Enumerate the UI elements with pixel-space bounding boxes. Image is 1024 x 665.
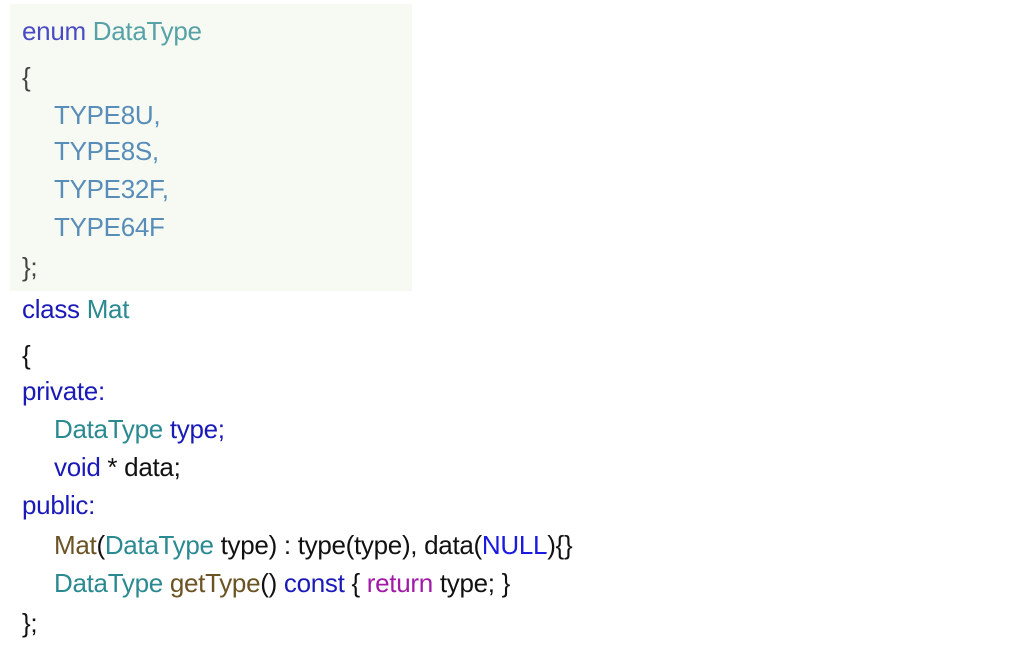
void-keyword: void bbox=[54, 452, 101, 482]
ctor-param-type: DataType bbox=[104, 530, 214, 560]
getter-brace: { bbox=[344, 568, 367, 598]
field-name: type; bbox=[169, 414, 225, 444]
ctor-param-rest: type) : type(type), data( bbox=[213, 530, 483, 560]
getter-name: getType bbox=[169, 568, 261, 598]
enum-type-name: DataType bbox=[92, 16, 202, 46]
getter-line: DataType getType() const { return type; … bbox=[22, 568, 510, 598]
public-label-line: public: bbox=[22, 490, 95, 520]
getter-type: DataType bbox=[54, 568, 163, 598]
ctor-end: ){} bbox=[547, 530, 573, 560]
enum-member-label: TYPE32F, bbox=[54, 174, 169, 204]
field-data-rest: * data; bbox=[100, 452, 181, 482]
getter-space bbox=[163, 568, 170, 598]
field-type: DataType bbox=[54, 414, 163, 444]
ctor-name: Mat bbox=[54, 530, 97, 560]
enum-highlight-block bbox=[10, 4, 412, 291]
public-label: public: bbox=[22, 490, 96, 520]
brace-open: { bbox=[22, 340, 31, 370]
getter-body: type; } bbox=[432, 568, 511, 598]
private-label: private: bbox=[22, 376, 105, 406]
class-keyword: class bbox=[22, 294, 80, 324]
private-label-line: private: bbox=[22, 376, 105, 406]
enum-open-brace: { bbox=[22, 62, 31, 92]
getter-parens: () bbox=[260, 568, 284, 598]
class-close: }; bbox=[22, 608, 38, 638]
enum-decl-line: enum DataType bbox=[22, 16, 202, 46]
enum-member: TYPE8S, bbox=[22, 136, 159, 166]
class-open-brace: { bbox=[22, 340, 31, 370]
ctor-paren: ( bbox=[96, 530, 105, 560]
enum-close: }; bbox=[22, 252, 38, 282]
brace-open: { bbox=[22, 62, 31, 92]
class-close-brace: }; bbox=[22, 608, 38, 638]
return-keyword: return bbox=[366, 568, 433, 598]
ctor-line: Mat(DataType type) : type(type), data(NU… bbox=[22, 530, 573, 560]
enum-member: TYPE64F bbox=[22, 212, 165, 242]
field-data-line: void * data; bbox=[22, 452, 181, 482]
field-type-line: DataType type; bbox=[22, 414, 225, 444]
class-name: Mat bbox=[86, 294, 130, 324]
enum-keyword: enum bbox=[22, 16, 86, 46]
enum-member: TYPE32F, bbox=[22, 174, 169, 204]
enum-close-brace: }; bbox=[22, 252, 38, 282]
null-literal: NULL bbox=[481, 530, 548, 560]
enum-member: TYPE8U, bbox=[22, 100, 161, 130]
class-decl-line: class Mat bbox=[22, 294, 129, 324]
enum-member-label: TYPE8S, bbox=[54, 136, 159, 166]
enum-member-label: TYPE64F bbox=[54, 212, 165, 242]
const-keyword: const bbox=[283, 568, 345, 598]
enum-member-label: TYPE8U, bbox=[54, 100, 161, 130]
